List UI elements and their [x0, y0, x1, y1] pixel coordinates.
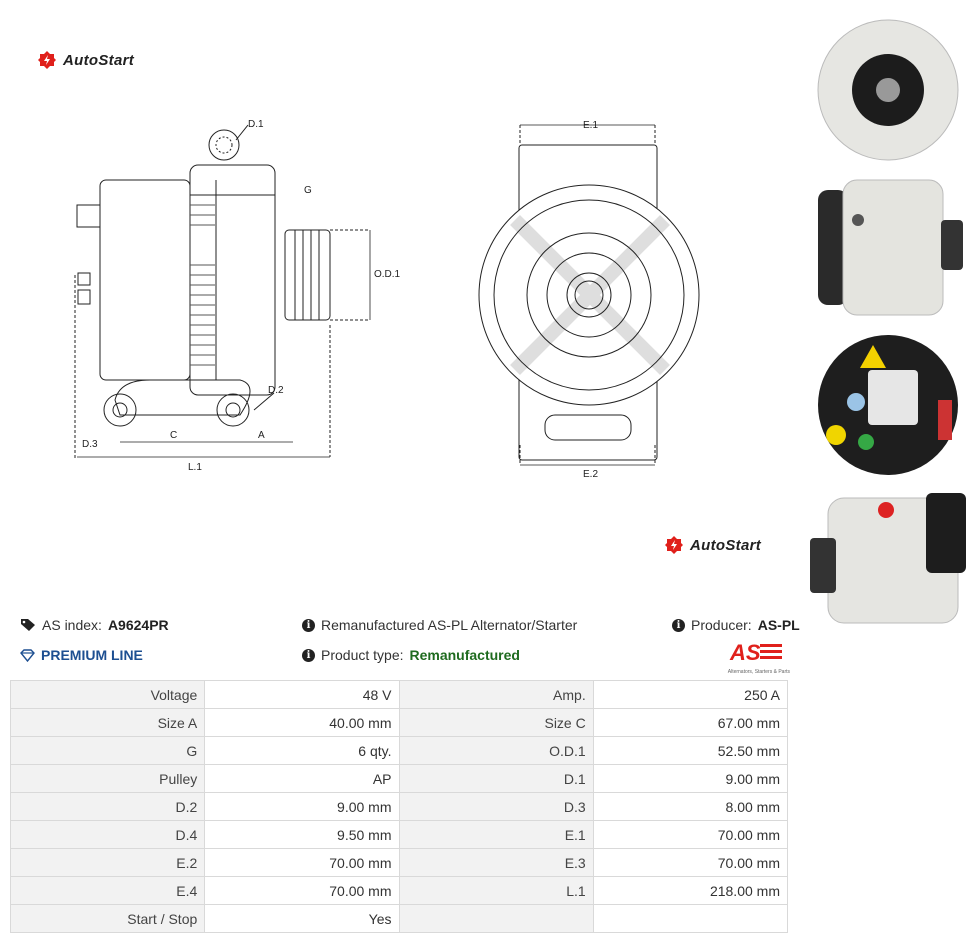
label-od1: O.D.1	[374, 269, 401, 280]
info-icon: i	[302, 648, 315, 662]
spec-value: 40.00 mm	[204, 708, 400, 737]
info-icon: i	[302, 618, 315, 632]
spec-value: 70.00 mm	[204, 848, 400, 877]
spec-label: D.1	[398, 764, 594, 793]
as-index: AS index: A9624PR	[20, 617, 169, 633]
spec-value: 70.00 mm	[592, 848, 789, 877]
product-type: i Product type: Remanufactured	[302, 647, 520, 663]
autostart-logo-icon	[665, 536, 683, 554]
diamond-icon	[20, 648, 35, 662]
spec-value: 6 qty.	[204, 736, 400, 765]
tag-icon	[21, 619, 35, 631]
spec-value: 8.00 mm	[592, 792, 789, 821]
spec-label: Voltage	[9, 680, 206, 709]
spec-value: 250 A	[592, 680, 789, 709]
label-d1: D.1	[248, 119, 264, 130]
technical-drawing: D.1 G O.D.1 D.2 D.3 C A L.1 E.1 E.2	[74, 119, 700, 480]
pulley-outline	[284, 229, 331, 321]
label-a: A	[258, 430, 265, 441]
label-d3: D.3	[82, 439, 98, 450]
spec-label: Pulley	[9, 764, 206, 793]
brand-logo-top: AutoStart	[37, 50, 134, 70]
premium-line-badge[interactable]: PREMIUM LINE	[20, 647, 143, 663]
alternator-body-outline	[99, 179, 191, 381]
label-l1: L.1	[188, 462, 202, 473]
product-photo-side[interactable]	[808, 175, 968, 320]
as-index-value: A9624PR	[107, 617, 169, 633]
product-photo-rear[interactable]	[808, 330, 968, 480]
product-photo-front[interactable]	[808, 8, 968, 173]
spec-label: D.4	[9, 820, 206, 849]
spec-value: 9.00 mm	[204, 792, 400, 821]
spec-label: Amp.	[398, 680, 594, 709]
autostart-logo-icon	[38, 51, 56, 69]
brand-name-bottom: AutoStart	[690, 536, 762, 554]
spec-value: 9.00 mm	[592, 764, 789, 793]
spec-value: AP	[204, 764, 400, 793]
spec-label	[398, 904, 594, 933]
as-pl-logo: AS Alternators, Starters & Parts	[727, 640, 790, 675]
spec-label: Size A	[9, 708, 206, 737]
spec-value: 70.00 mm	[592, 820, 789, 849]
spec-label: E.4	[9, 876, 206, 905]
spec-value: Yes	[204, 904, 400, 933]
info-icon: i	[672, 618, 685, 632]
label-d2: D.2	[268, 385, 284, 396]
spec-value: 9.50 mm	[204, 820, 400, 849]
spec-label: L.1	[398, 876, 594, 905]
spec-label: E.1	[398, 820, 594, 849]
spec-value: 70.00 mm	[204, 876, 400, 905]
spec-value: 52.50 mm	[592, 736, 789, 765]
spec-label: Start / Stop	[9, 904, 206, 933]
spec-label: E.3	[398, 848, 594, 877]
product-type-value: Remanufactured	[409, 647, 520, 663]
spec-label: E.2	[9, 848, 206, 877]
svg-text:AS: AS	[729, 640, 761, 664]
spec-label: D.2	[9, 792, 206, 821]
label-c: C	[170, 430, 177, 441]
label-e2: E.2	[583, 469, 598, 480]
label-e1: E.1	[583, 120, 598, 131]
spec-label: Size C	[398, 708, 594, 737]
label-g: G	[304, 185, 312, 196]
spec-value: 48 V	[204, 680, 400, 709]
spec-value: 67.00 mm	[592, 708, 789, 737]
product-photo-angle[interactable]	[808, 488, 968, 633]
brand-name: AutoStart	[63, 51, 135, 69]
spec-label: O.D.1	[398, 736, 594, 765]
spec-value: 218.00 mm	[592, 876, 789, 905]
spec-value	[592, 904, 789, 933]
brand-logo-bottom: AutoStart	[664, 535, 761, 555]
producer-value: AS-PL	[757, 617, 800, 633]
product-description: i Remanufactured AS-PL Alternator/Starte…	[302, 617, 577, 633]
spec-label: G	[9, 736, 206, 765]
spec-label: D.3	[398, 792, 594, 821]
producer: i Producer: AS-PL	[672, 617, 800, 633]
